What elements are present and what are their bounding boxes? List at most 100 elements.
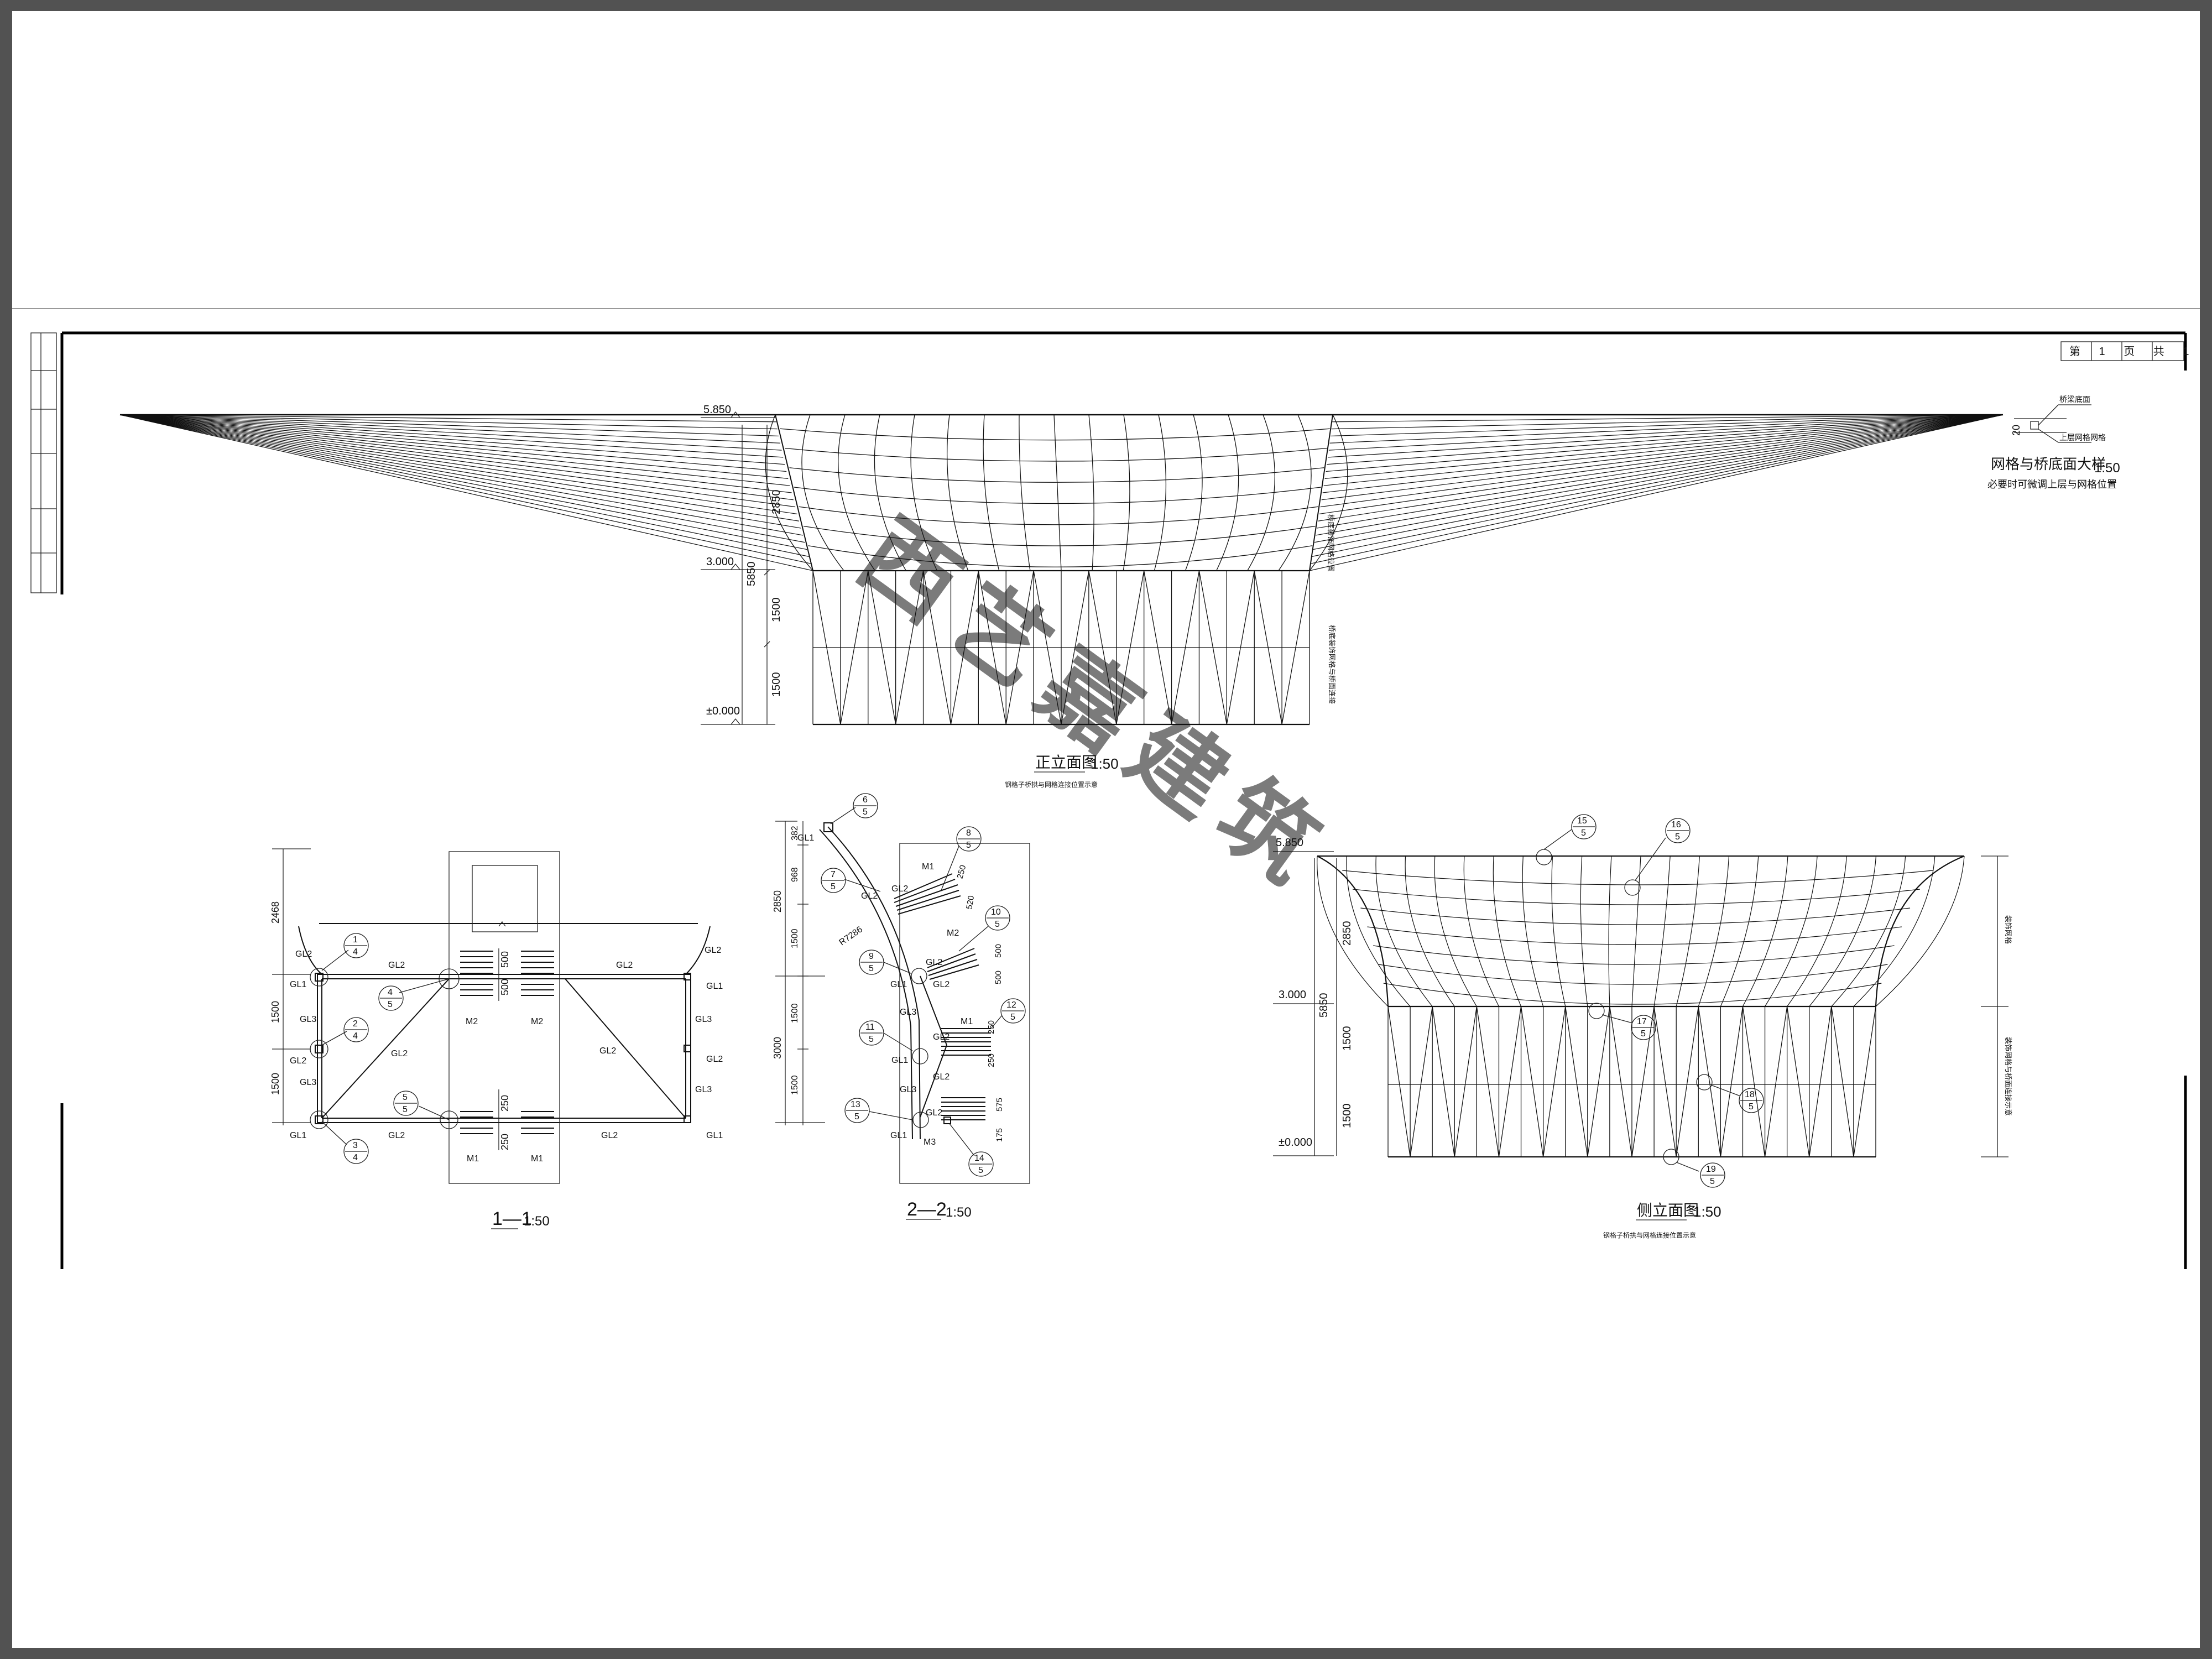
s11-gl3: GL3 — [300, 1015, 316, 1024]
callout-7-den: 5 — [831, 882, 836, 891]
s11-dim-250a: 250 — [499, 1095, 510, 1112]
lower-diagonal — [895, 570, 924, 725]
side-elevation-callouts: 155 165 175 185 195 — [1536, 814, 1764, 1188]
canopy-ring — [803, 525, 1316, 546]
s22-dim-250: 250 — [955, 864, 968, 880]
side-lower-diagonal — [1387, 1006, 1411, 1157]
lower-diagonal — [1171, 570, 1200, 725]
callout-17: 175 — [1588, 1003, 1656, 1040]
callout-10-num: 10 — [991, 907, 1001, 917]
callout-16: 165 — [1624, 818, 1691, 896]
side-canopy-rib — [1698, 855, 1730, 1007]
fan-line — [119, 414, 785, 465]
s11-m2b: M2 — [531, 1017, 543, 1026]
callout-19-num: 19 — [1706, 1165, 1716, 1174]
side-elevation-title: 侧立面图 — [1637, 1202, 1699, 1219]
fan-line — [1311, 414, 2004, 564]
s11-m2: M2 — [466, 1017, 478, 1026]
callout-9: 95 — [859, 950, 911, 975]
canopy-rib — [1309, 414, 1348, 571]
side-dim-5850: 5850 — [1318, 993, 1330, 1018]
fan-line — [119, 414, 801, 529]
fan-line — [119, 414, 776, 422]
side-lower-diagonal — [1520, 1006, 1544, 1157]
side-lower-diagonal — [1565, 1006, 1588, 1157]
side-canopy-rib — [1742, 855, 1788, 1007]
fan-line — [1313, 414, 2004, 550]
s11-gl1-rb: GL1 — [706, 1131, 723, 1140]
s11-gl1-r: GL1 — [706, 982, 723, 991]
callout-16-den: 5 — [1675, 832, 1680, 842]
side-right-dims: 装饰网格 装饰网格与桥面连接示意 — [1981, 855, 2012, 1157]
side-side-note: 装饰网格 — [2004, 915, 2012, 944]
side-canopy-rib — [1375, 855, 1433, 1007]
s22-gl1: GL1 — [797, 833, 814, 843]
lower-diagonal — [1281, 570, 1310, 725]
fan-line — [1331, 414, 2004, 430]
fan-line — [1312, 414, 2004, 557]
lower-diagonal — [1226, 570, 1255, 725]
side-canopy-rib — [1522, 855, 1544, 1007]
s22-gl2d: GL2 — [933, 980, 950, 989]
s11-dim-1500b: 1500 — [270, 1073, 281, 1095]
side-canopy-rib — [1608, 855, 1612, 1007]
drawing-sheet: 第 1 页 共 1 页 5.850 3.000 ±0.000 2850 5850… — [12, 11, 2200, 1648]
front-elevation: 5.850 3.000 ±0.000 2850 5850 1500 1500 桥… — [119, 404, 2004, 789]
s11-gl2-top: GL2 — [388, 961, 405, 970]
side-lower-diagonal — [1809, 1006, 1832, 1157]
side-canopy-rib — [1831, 855, 1906, 1007]
fan-line — [1331, 414, 2004, 437]
s22-gl2e: GL2 — [933, 1032, 950, 1042]
s11-dim-500b: 500 — [499, 979, 510, 995]
callout-6: 65 — [830, 793, 878, 825]
s22-gl1b: GL1 — [890, 980, 907, 989]
fan-line — [1321, 414, 2004, 500]
s11-gl2-rd: GL2 — [599, 1046, 616, 1056]
callout-9-num: 9 — [869, 952, 874, 961]
side-lower-diagonal — [1609, 1006, 1632, 1157]
side-canopy-ring — [1383, 983, 1882, 1005]
side-canopy-rib — [1463, 855, 1499, 1007]
canopy-rib — [1185, 414, 1203, 571]
fan-line — [1319, 414, 2004, 515]
callout-5-den: 5 — [403, 1105, 408, 1114]
side-level-top: 5.850 — [1276, 837, 1303, 849]
front-elevation-title: 正立面图 — [1035, 754, 1097, 771]
front-elevation-lower-truss — [812, 570, 1310, 726]
fan-line — [1326, 414, 2004, 472]
side-canopy-rib — [1787, 855, 1847, 1007]
s11-dim-2468: 2468 — [270, 901, 281, 924]
fan-line — [1320, 414, 2004, 508]
s11-gl2b: GL2 — [290, 1056, 306, 1066]
callout-2-den: 4 — [353, 1031, 358, 1041]
lower-diagonal — [1144, 570, 1172, 725]
s11-dim-1500a: 1500 — [270, 1001, 281, 1023]
s11-m1: M1 — [467, 1154, 479, 1164]
callout-15: 155 — [1536, 814, 1597, 865]
canopy-rib — [1053, 414, 1062, 571]
canopy-ring — [799, 506, 1318, 525]
callout-2: 24 — [321, 1017, 369, 1046]
callout-3: 34 — [321, 1121, 369, 1164]
lower-diagonal — [1088, 570, 1117, 725]
fan-line — [119, 414, 790, 486]
callout-2-num: 2 — [353, 1019, 358, 1029]
fan-line — [119, 414, 813, 571]
canopy-ring — [789, 467, 1324, 483]
lower-diagonal — [868, 570, 896, 725]
section-1-1-scale: 1:50 — [524, 1214, 550, 1229]
canopy-rib — [1216, 414, 1239, 571]
callout-14-num: 14 — [974, 1154, 984, 1163]
section-1-1-callouts: 14 24 34 45 55 — [321, 933, 450, 1164]
callout-18: 185 — [1696, 1074, 1764, 1113]
s22-dim-175: 175 — [995, 1128, 1004, 1142]
callout-13: 135 — [844, 1098, 913, 1123]
front-level-mid: 3.000 — [706, 556, 734, 568]
fan-line — [119, 414, 787, 472]
callout-9-den: 5 — [869, 964, 874, 973]
s22-gl2b: GL2 — [861, 891, 878, 901]
callout-12-num: 12 — [1006, 1000, 1016, 1010]
canopy-rib — [1088, 414, 1094, 571]
callout-1: 14 — [321, 933, 369, 971]
fan-line — [119, 414, 809, 557]
